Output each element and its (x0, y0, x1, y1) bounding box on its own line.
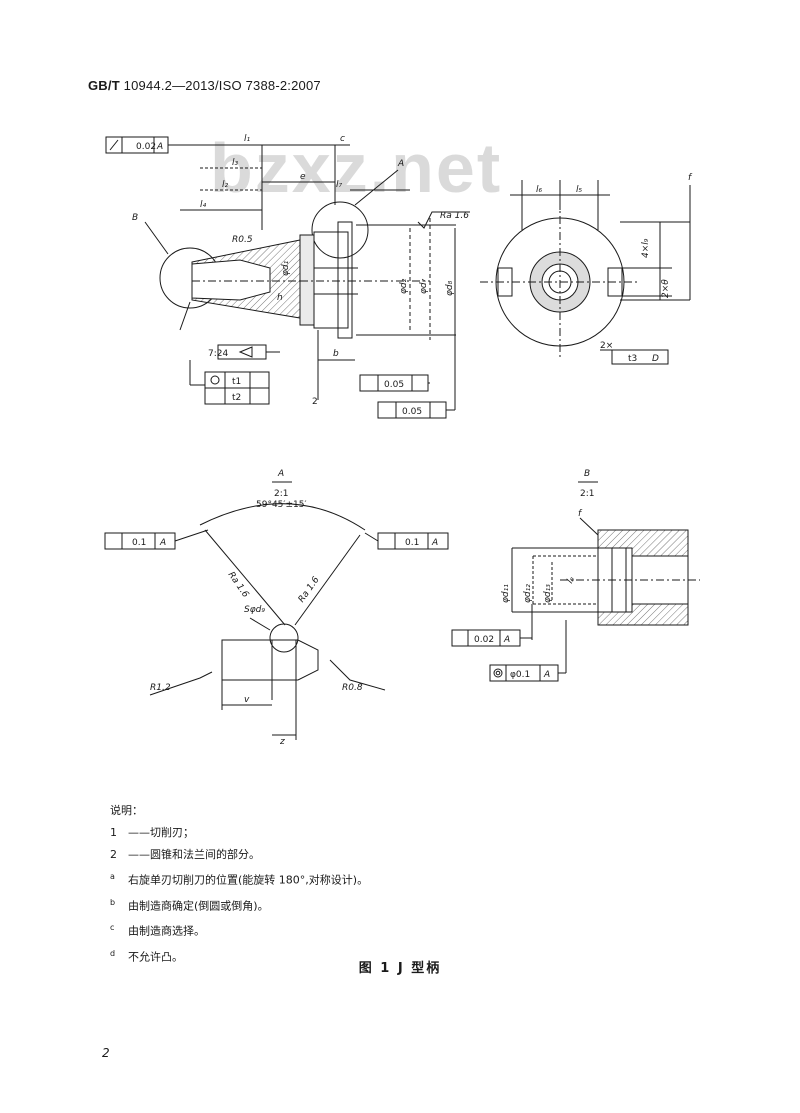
sphere-dim: Sφd₉ (244, 605, 265, 615)
tol-005-a: 0.05 (384, 380, 404, 390)
note-item-2: 2——圆锥和法兰间的部分。 (110, 848, 260, 861)
dim-l5-end: l₅ (576, 185, 583, 195)
section-b-labels: B 2:1 f φd₁₁ φd₁₂ φd₁₃ l₈ 0.02 A φ0.1 A (474, 469, 594, 680)
dim-l6: l₆ (536, 185, 543, 195)
dim-f: f (688, 173, 693, 183)
roughness-main: Ra 1.6 (440, 211, 469, 221)
tol-pos-b: φ0.1 (510, 670, 530, 680)
tol-t3: t3 (628, 354, 637, 364)
dim-d11: φd₁₁ (501, 584, 511, 603)
dim-v: v (244, 695, 250, 705)
note-item-1: 1——切削刃； (110, 826, 194, 839)
dim-d12: φd₁₂ (523, 584, 533, 603)
dim-l8: l₈ (565, 575, 577, 586)
dim-l7: l₇ (336, 180, 343, 190)
section-a-scale: 2:1 (274, 489, 288, 499)
page-number: 2 (102, 1046, 110, 1060)
taper-note: 7:24 (208, 349, 228, 359)
radius-note: R0.5 (232, 235, 253, 245)
tol-right: 0.1 (405, 538, 419, 548)
dim-c: c (340, 134, 345, 144)
main-side-view (105, 136, 470, 419)
dim-d13: φd₁₃ (543, 584, 553, 603)
figure-caption: 图 1 J 型柄 (358, 961, 442, 976)
r-left: R1.2 (150, 683, 171, 693)
dim-e: e (300, 172, 306, 182)
page-header: GB/T 10944.2—2013/ISO 7388-2:2007 (88, 78, 321, 93)
dim-b: b (333, 349, 339, 359)
tol-perp-b: 0.02 (474, 635, 494, 645)
dim-h: h (277, 293, 283, 303)
angle-dim: 59°45′±15′ (256, 500, 306, 510)
section-a-title: A (277, 469, 284, 479)
callout-2: 2 (312, 397, 318, 407)
section-a-labels: A 2:1 59°45′±15′ 0.1 A 0.1 A Ra 1.6 Ra 1… (132, 469, 438, 747)
section-b-scale: 2:1 (580, 489, 594, 499)
pos-tol-t2: t2 (232, 393, 241, 403)
tol-left: 0.1 (132, 538, 146, 548)
roughness-right: Ra 1.6 (297, 575, 322, 605)
tol-left-datum: A (159, 538, 166, 548)
section-b-title: B (584, 469, 590, 479)
callout-f: f (578, 509, 583, 519)
roughness-left: Ra 1.6 (226, 570, 251, 600)
standard-number: 10944.2—2013/ISO 7388-2:2007 (119, 78, 321, 93)
dim-d2: φd₂ (399, 278, 409, 294)
tol-pos-datum: A (543, 670, 550, 680)
dim-2x-vertical: 2×θ (661, 279, 671, 298)
dim-d8: φd₈ (445, 280, 455, 296)
section-a-view (104, 481, 449, 740)
end-view (480, 180, 691, 365)
dim-l3: l₃ (232, 158, 239, 168)
standard-prefix: GB/T (88, 78, 120, 93)
notes-title: 说明： (110, 804, 143, 817)
pos-tol-t1: t1 (232, 377, 241, 387)
main-view-labels: 0.02 A l₁ l₃ l₂ l₄ e c l₇ A B R0.5 7:24 … (132, 134, 469, 417)
dim-z: z (279, 737, 285, 747)
watermark: bzxz.net (210, 129, 503, 207)
tol-main-value: 0.02 (136, 142, 156, 152)
detail-b-label: B (132, 213, 138, 223)
section-b-view (451, 481, 700, 682)
dim-l1: l₁ (244, 134, 251, 144)
detail-a-label: A (397, 159, 404, 169)
dim-2x: 2× (600, 341, 613, 351)
tol-005-b: 0.05 (402, 407, 422, 417)
tol-right-datum: A (431, 538, 438, 548)
tolerance-frame-top-left (105, 136, 205, 154)
end-view-labels: l₆ l₅ f 4×l₉ 2×θ 2× t3 D (536, 173, 693, 364)
dim-l2: l₂ (222, 180, 229, 190)
datum-d: D (652, 354, 659, 364)
dim-4x: 4×l₉ (641, 238, 651, 258)
tol-main-datum: A (156, 142, 163, 152)
dim-d7: φd₇ (419, 278, 429, 294)
dim-l4: l₄ (200, 200, 207, 210)
dim-d1: φd₁ (281, 260, 291, 276)
tol-perp-datum: A (503, 635, 510, 645)
r-right: R0.8 (342, 683, 363, 693)
